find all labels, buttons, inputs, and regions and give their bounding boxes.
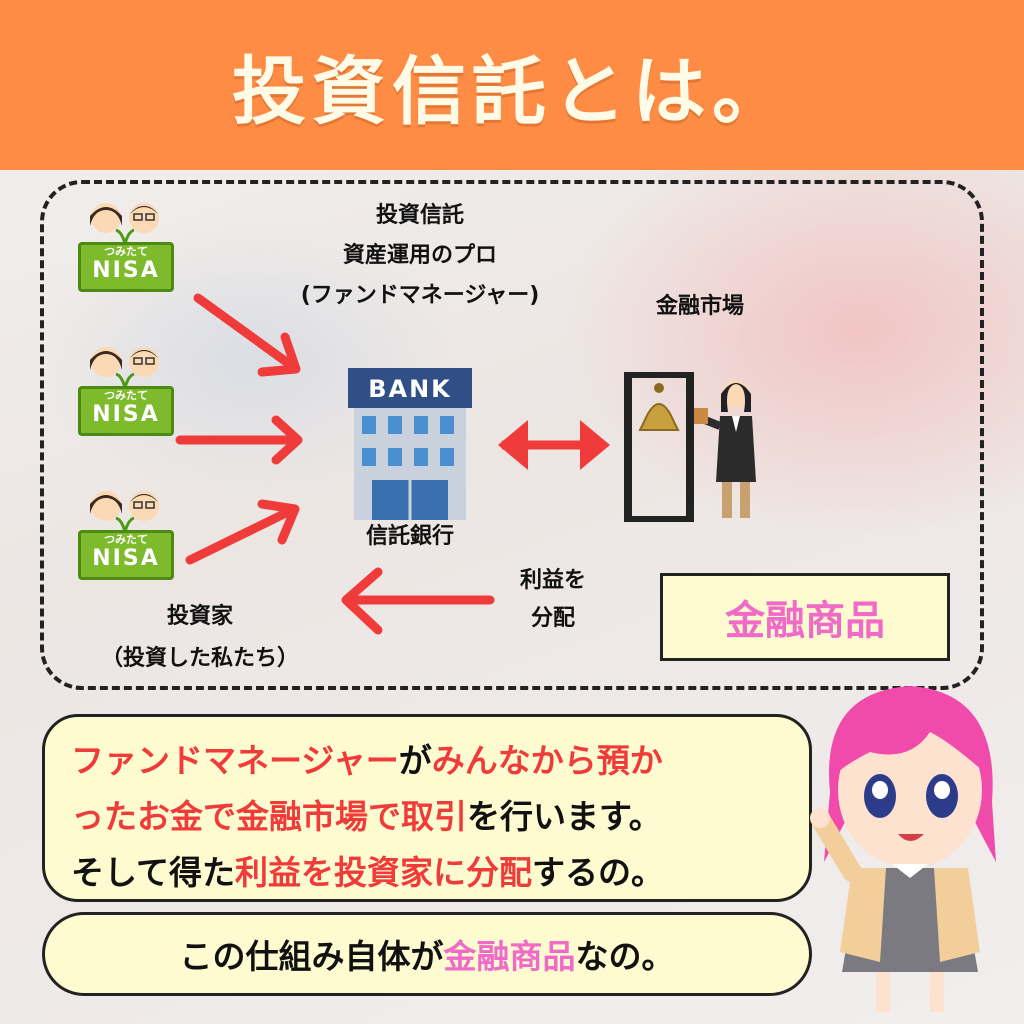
fund-subtitle: 資産運用のプロ (342, 243, 497, 268)
nisa-sign: つみたて NISA (78, 242, 174, 292)
explanation-bubble: ファンドマネージャーがみんなから預か ったお金で金融市場で取引を行います。 そし… (42, 714, 812, 902)
profit-line1: 利益を (519, 568, 586, 593)
arrow-head (271, 415, 303, 465)
anime-girl-character (810, 686, 996, 1012)
investor-nisa-2: つみたて NISA (78, 340, 174, 440)
market-label: 金融市場 (655, 294, 744, 319)
text-segment: するの。 (532, 853, 665, 892)
stock-exchange-bell-icon (624, 372, 756, 522)
arrow-investor-3 (185, 505, 297, 565)
bank-label: 信託銀行 (365, 524, 454, 549)
text-segment: みんなから預か (431, 741, 663, 780)
investor-nisa-3: つみたて NISA (78, 484, 174, 584)
fund-label: 投資信託 資産運用のプロ (ファンドマネージャー) (240, 196, 600, 316)
arrow-investor-1 (193, 293, 297, 371)
text-segment: そして得た (71, 853, 236, 892)
nisa-sign: つみたて NISA (78, 530, 174, 580)
profit-distribution-label: 利益を 分配 (498, 562, 608, 638)
arrow-head (257, 332, 301, 377)
explanation-line-1: ファンドマネージャーがみんなから預か (71, 733, 783, 789)
nisa-label: NISA (92, 402, 160, 427)
diagram-frame (40, 180, 984, 690)
header-banner: 投資信託とは。 (0, 0, 1024, 170)
bank-sign: BANK (368, 375, 452, 403)
explanation-line-3: そして得た利益を投資家に分配するの。 (71, 845, 783, 901)
nisa-label: NISA (92, 258, 160, 283)
bank-building-icon: BANK (348, 368, 472, 520)
arrow-head (580, 420, 610, 470)
nisa-small-label: つみたて (104, 389, 148, 402)
nisa-small-label: つみたて (104, 533, 148, 546)
nisa-label: NISA (92, 546, 160, 571)
page-title: 投資信託とは。 (232, 48, 792, 135)
summary-text-after: なの。 (575, 937, 675, 976)
text-segment: ったお金で金融市場で取引 (71, 797, 467, 836)
text-segment: を行います。 (467, 797, 662, 836)
profit-line2: 分配 (530, 606, 575, 631)
investor-title: 投資家 (166, 604, 233, 629)
nisa-small-label: つみたて (104, 245, 148, 258)
summary-highlight: 金融商品 (443, 937, 576, 976)
explanation-line-2: ったお金で金融市場で取引を行います。 (71, 789, 783, 845)
investor-nisa-1: つみたて NISA (78, 196, 174, 296)
nisa-sign: つみたて NISA (78, 386, 174, 436)
financial-product-box: 金融商品 (660, 573, 950, 661)
text-segment: 利益を投資家に分配 (235, 853, 533, 892)
arrow-head (341, 567, 383, 635)
arrow-head (498, 420, 528, 470)
fund-title: 投資信託 (375, 203, 464, 228)
investor-label: 投資家 （投資した私たち） (70, 596, 330, 680)
fund-manager-label: (ファンドマネージャー) (300, 283, 540, 308)
arrow-head (257, 499, 300, 545)
investor-subtitle: （投資した私たち） (100, 646, 299, 671)
summary-text-before: この仕組み自体が (179, 937, 444, 976)
text-segment: が (398, 741, 432, 780)
summary-bubble: この仕組み自体が金融商品なの。 (42, 912, 812, 996)
text-segment: ファンドマネージャー (71, 741, 399, 780)
